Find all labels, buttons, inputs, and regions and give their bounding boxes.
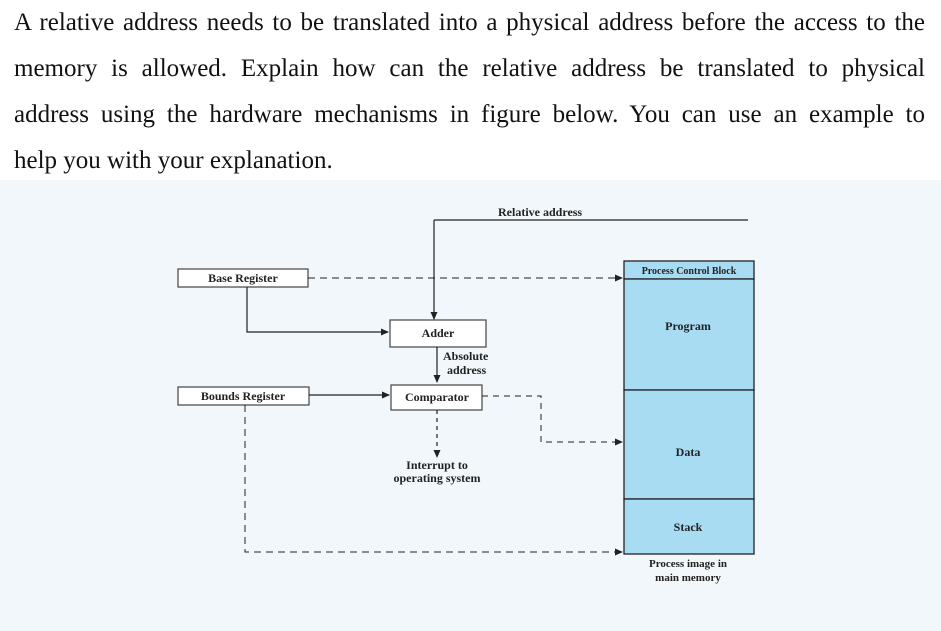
process-image-label-1: Process image in: [649, 558, 727, 570]
base-to-adder-line: [246, 287, 389, 336]
data-label: Data: [676, 445, 701, 459]
adder-box: [389, 319, 487, 348]
bounds-register-label: Bounds Register: [201, 389, 286, 403]
stack-segment: [623, 498, 755, 555]
data-segment: [623, 389, 755, 500]
absolute-address-label-1: Absolute: [443, 349, 489, 363]
bounds-register-box: [177, 386, 310, 406]
address-translation-diagram: Relative address Process Control Block P…: [0, 180, 941, 626]
process-image: Process Control Block Program Data Stack…: [623, 260, 755, 584]
question-line-1: A relative address needs to be translate…: [14, 9, 925, 36]
comparator-label: Comparator: [405, 390, 470, 404]
program-segment: [623, 278, 755, 391]
question-text: A relative address needs to be translate…: [0, 0, 941, 180]
question-line-2: memory is allowed. Explain how can the r…: [14, 55, 925, 82]
comparator-to-memory-dashed: [482, 395, 623, 446]
program-label: Program: [665, 319, 711, 333]
base-register-label: Base Register: [208, 271, 278, 285]
stack-label: Stack: [674, 520, 703, 534]
comparator-box: [390, 384, 483, 411]
question-line-4: help you with your explanation.: [14, 147, 333, 174]
absolute-address-label-2: address: [447, 363, 486, 377]
interrupt-label-2: operating system: [394, 471, 481, 485]
adder-label: Adder: [422, 326, 455, 340]
relative-address-label: Relative address: [498, 205, 582, 219]
interrupt-label-1: Interrupt to: [406, 458, 468, 472]
pcb-label: Process Control Block: [642, 266, 737, 277]
question-line-3: address using the hardware mechanisms in…: [14, 101, 925, 128]
process-image-label-2: main memory: [655, 572, 721, 584]
bounds-to-stack-dashed: [244, 405, 623, 556]
